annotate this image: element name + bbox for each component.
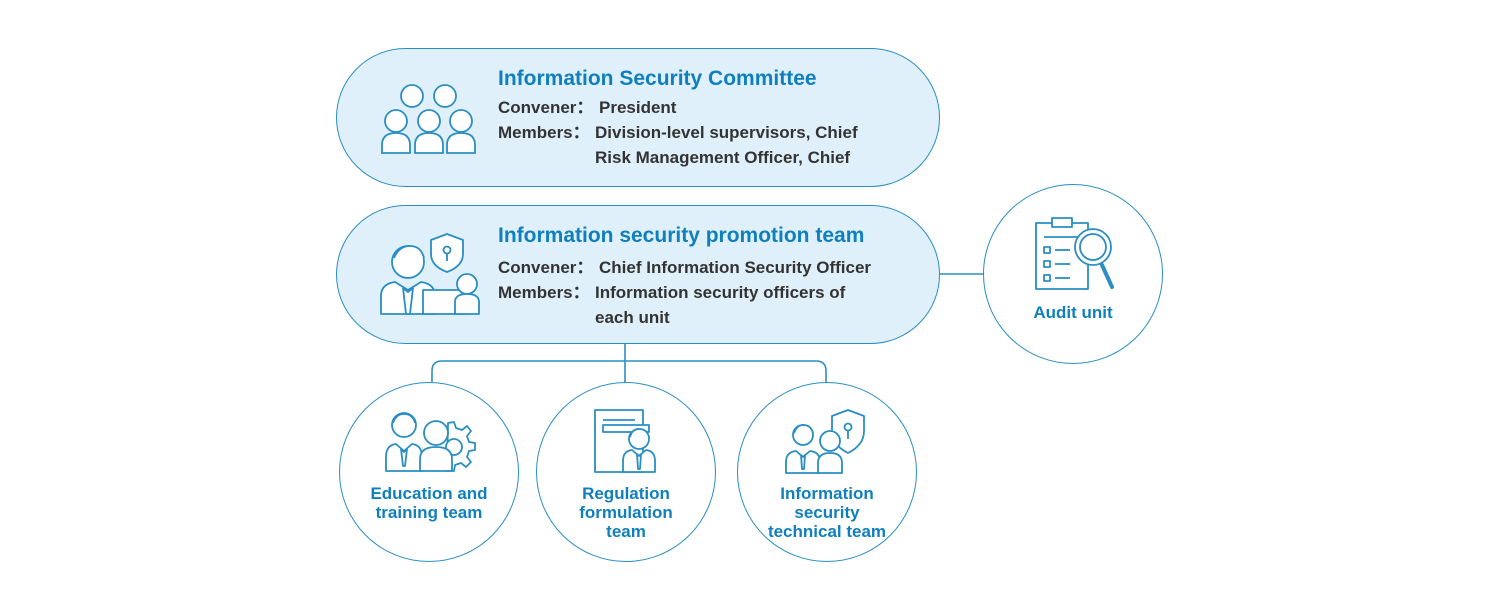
- audit-unit-label: Audit unit: [1033, 303, 1113, 322]
- committee-convener-value: President: [599, 98, 677, 117]
- team-branch-connector: [431, 344, 827, 382]
- person-with-document-icon: [594, 409, 656, 473]
- committee-members-label: Members：: [498, 123, 590, 142]
- promotion-convener-value: Chief Information Security Officer: [599, 258, 872, 277]
- promotion-convener-label: Convener：: [498, 258, 594, 277]
- committee-box: Information Security Committee Convener：…: [336, 48, 940, 187]
- committee-members-line1: Division-level supervisors, Chief: [595, 123, 858, 142]
- officers-with-shield-icon: [380, 233, 480, 315]
- committee-members-line2: Risk Management Officer, Chief: [595, 148, 851, 167]
- people-with-gear-icon: [385, 412, 476, 472]
- promotion-team-title: Information security promotion team: [498, 224, 865, 247]
- education-training-team-node: Education and training team: [339, 382, 519, 562]
- committee-convener-row: Convener： President: [498, 95, 918, 120]
- information-security-technical-team-node: Information security technical team: [737, 382, 917, 562]
- committee-title: Information Security Committee: [498, 67, 817, 90]
- promotion-convener-row: Convener： Chief Information Security Off…: [498, 255, 918, 280]
- promotion-members-label: Members：: [498, 283, 590, 302]
- promotion-team-box: Information security promotion team Conv…: [336, 205, 940, 344]
- committee-members-row: Members： Division-level supervisors, Chi…: [498, 120, 918, 170]
- education-training-team-label: Education and training team: [370, 484, 488, 522]
- people-group-icon: [381, 84, 476, 154]
- promotion-members-line1: Information security officers of: [595, 283, 846, 302]
- regulation-formulation-team-node: Regulation formulation team: [536, 382, 716, 562]
- audit-unit-node: Audit unit: [983, 184, 1163, 364]
- promotion-members-row: Members： Information security officers o…: [498, 280, 918, 330]
- people-with-shield-icon: [785, 409, 865, 474]
- information-security-technical-team-label: Information security technical team: [767, 484, 887, 541]
- regulation-formulation-team-label: Regulation formulation team: [579, 484, 673, 541]
- promotion-members-line2: each unit: [595, 308, 670, 327]
- clipboard-magnifier-icon: [1035, 217, 1114, 290]
- committee-convener-label: Convener：: [498, 98, 594, 117]
